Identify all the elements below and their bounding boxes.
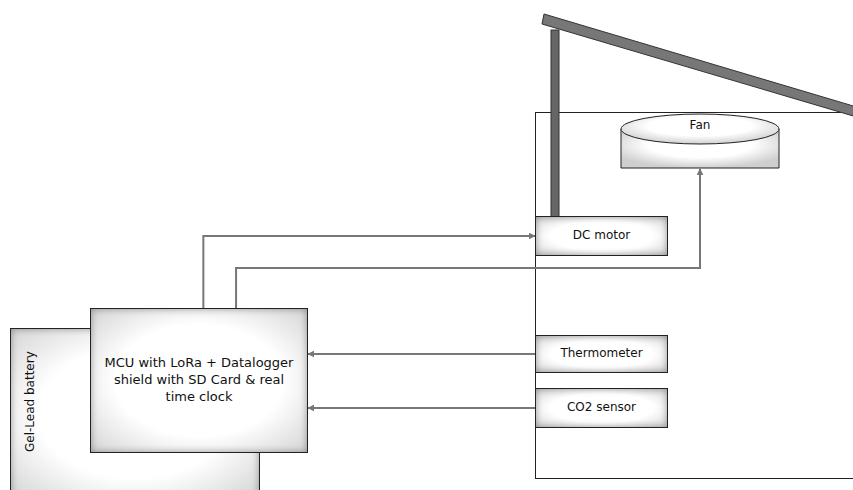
node-label: MCU with LoRa + Datalogger shield with S… <box>91 355 307 406</box>
sensor-box: CO2 sensor <box>535 388 668 428</box>
signal-arrow <box>236 169 700 308</box>
node-label: Thermometer <box>560 346 642 362</box>
node-label: CO2 sensor <box>567 400 636 416</box>
fan-cylinder: Fan <box>620 113 780 169</box>
mcu-box: MCU with LoRa + Datalogger shield with S… <box>90 308 308 453</box>
signal-arrow <box>308 353 535 355</box>
node-label: DC motor <box>573 228 630 244</box>
roof-post <box>551 30 559 217</box>
motor-box: DC motor <box>535 216 668 256</box>
greenhouse-outline <box>536 113 853 479</box>
node-label: Gel-Lead battery <box>23 351 39 452</box>
thermometer-box: Thermometer <box>535 335 668 373</box>
node-label: Fan <box>690 118 711 134</box>
signal-arrow <box>308 407 535 409</box>
signal-arrow <box>203 236 535 308</box>
roof-panel <box>542 14 853 118</box>
